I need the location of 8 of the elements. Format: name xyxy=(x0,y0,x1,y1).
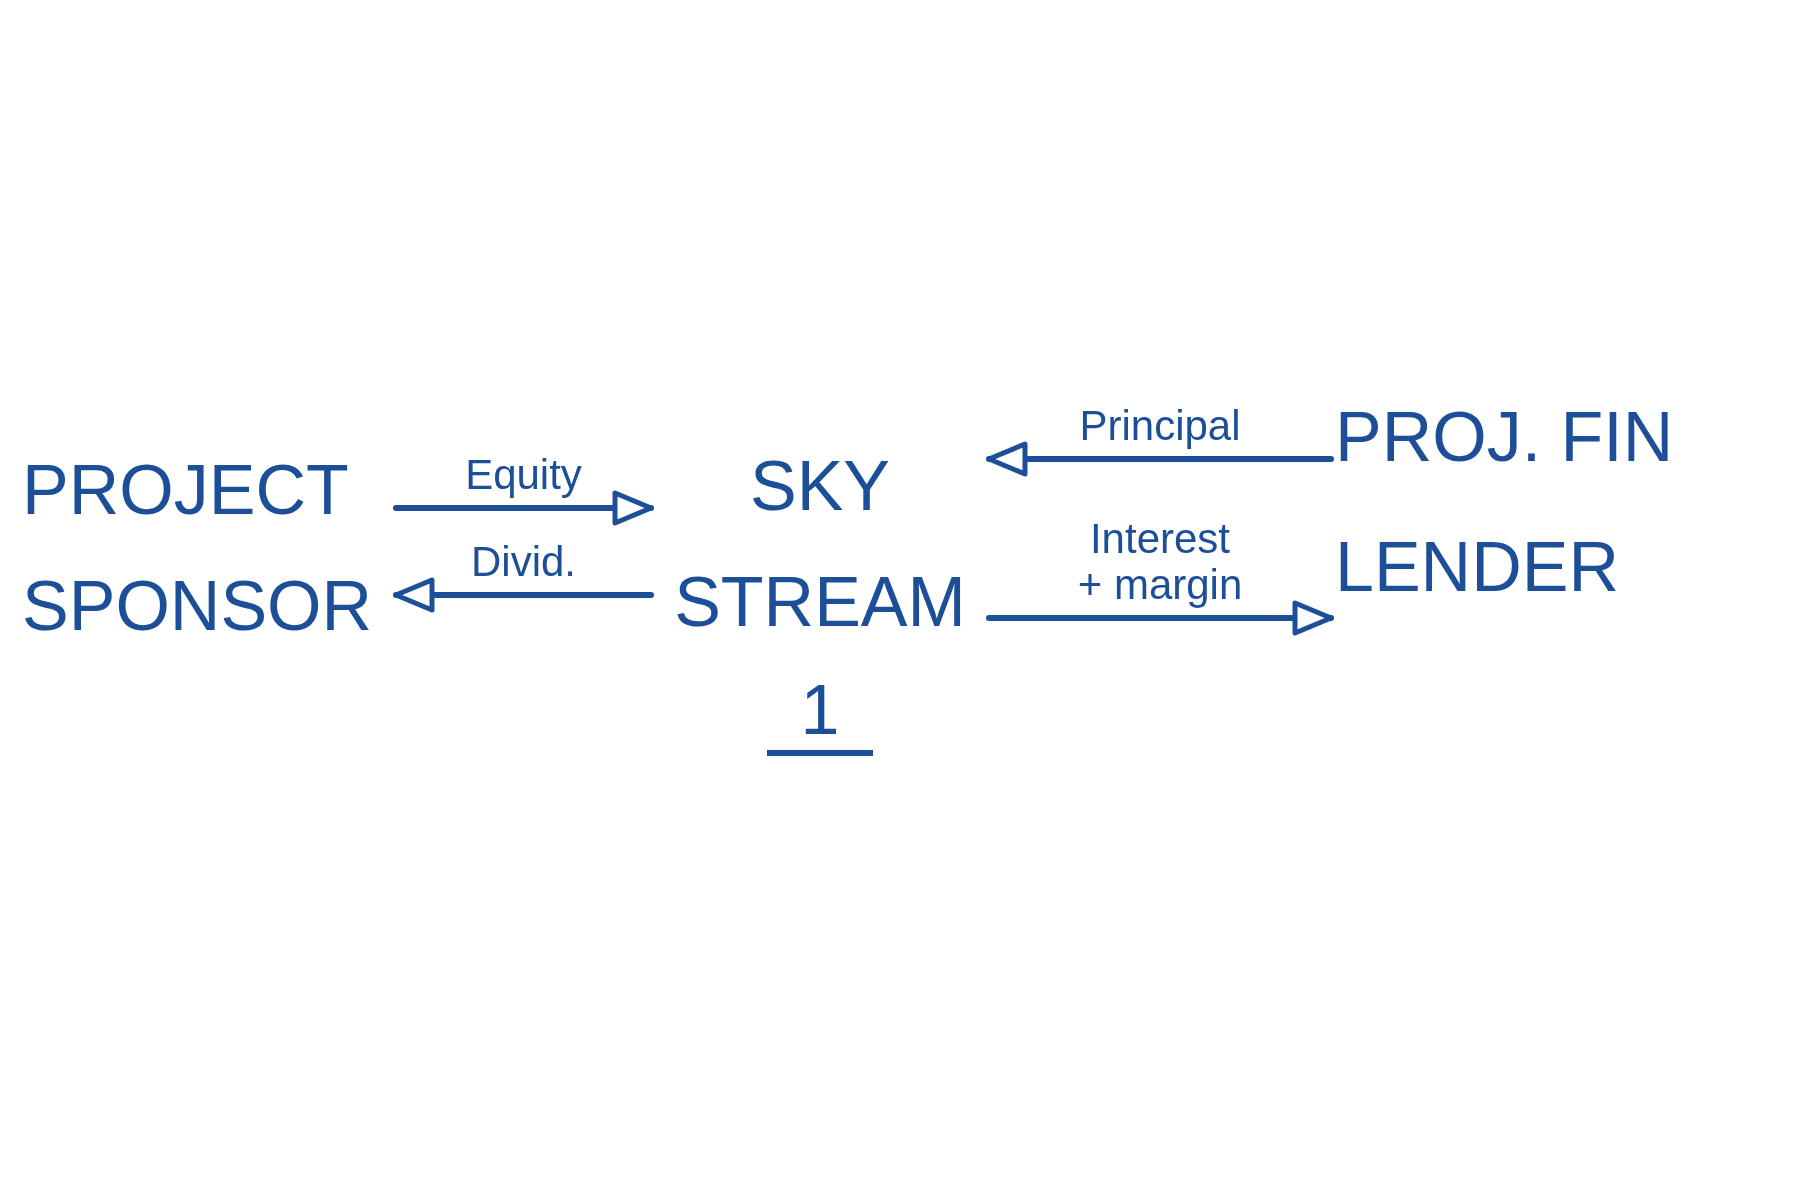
arrow xyxy=(986,600,1334,636)
arrow xyxy=(393,490,654,526)
node-label: PROJ. FIN LENDER xyxy=(1335,397,1675,608)
node-label: PROJECT SPONSOR xyxy=(22,450,374,647)
underlined-number: 1 xyxy=(766,670,874,756)
arrow xyxy=(393,577,654,613)
node-label: SKY STREAM xyxy=(673,446,967,643)
arrow xyxy=(986,441,1334,477)
